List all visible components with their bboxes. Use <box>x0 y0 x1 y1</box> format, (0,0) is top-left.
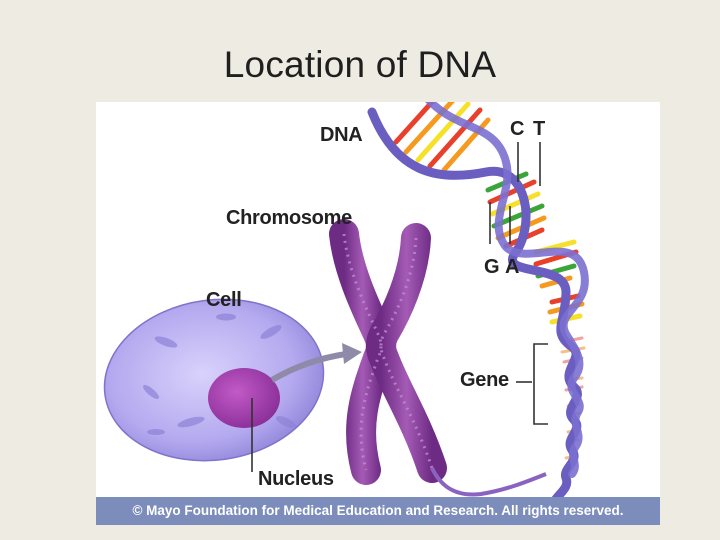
slide-title: Location of DNA <box>223 44 497 85</box>
dna-label: DNA <box>320 124 363 146</box>
diagram-illustration <box>103 102 589 507</box>
cell-to-chromosome-arrow <box>270 343 362 383</box>
base-t-label: T <box>533 118 545 140</box>
base-c-label: C <box>510 118 525 140</box>
gene-label: Gene <box>460 369 509 391</box>
base-a-label: A <box>505 256 520 278</box>
nucleus-illustration <box>208 368 280 428</box>
cell-illustration <box>103 298 325 462</box>
leader-lines <box>251 142 548 472</box>
dna-location-figure: DNA C T Chromosome G A Cell Gene Nucleus… <box>96 102 660 525</box>
chromosome-illustration <box>329 219 547 497</box>
base-g-label: G <box>484 256 500 278</box>
chromosome-label: Chromosome <box>226 207 352 229</box>
nucleus-label: Nucleus <box>258 468 334 490</box>
copyright-bar: © Mayo Foundation for Medical Education … <box>96 497 660 525</box>
cell-label: Cell <box>206 289 242 311</box>
dna-helix-illustration <box>367 102 589 507</box>
